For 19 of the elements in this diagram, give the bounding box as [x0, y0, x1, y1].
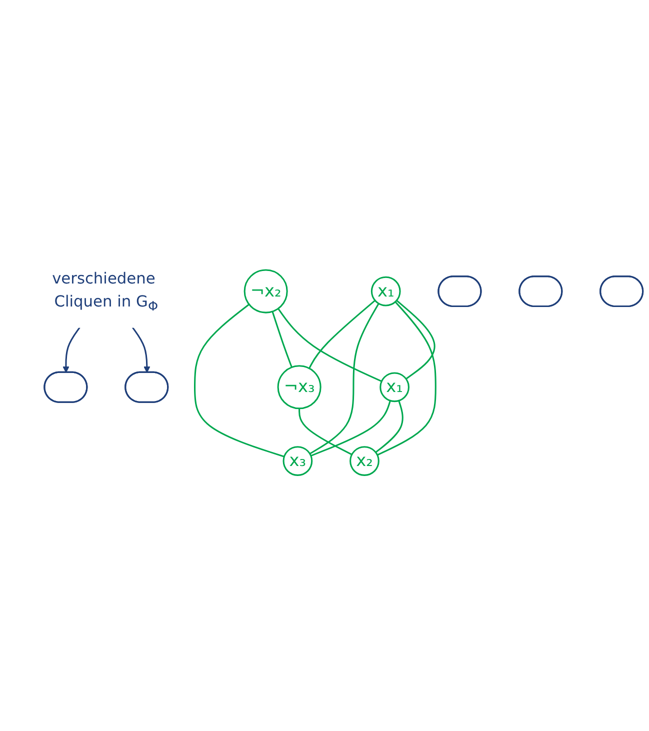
connector [376, 302, 436, 456]
node-circle: ¬x₂ [244, 270, 288, 314]
connector [194, 304, 284, 458]
node-circle: x₂ [350, 446, 380, 476]
connector [272, 312, 292, 368]
node-circle: ¬x₃ [277, 365, 322, 410]
node-text: verschiedene Cliquen in G$_{Φ}$ [52, 269, 158, 314]
connector [278, 308, 382, 382]
arrow [62, 327, 80, 374]
connector [310, 400, 391, 457]
connector [298, 408, 352, 456]
connector [396, 300, 436, 380]
connector [309, 303, 380, 455]
node-circle: x₁ [380, 372, 410, 402]
node-circle: x₁ [370, 276, 401, 307]
arrow [132, 327, 150, 374]
connector [308, 300, 376, 370]
connector [375, 400, 404, 454]
node-circle: x₃ [282, 446, 313, 476]
